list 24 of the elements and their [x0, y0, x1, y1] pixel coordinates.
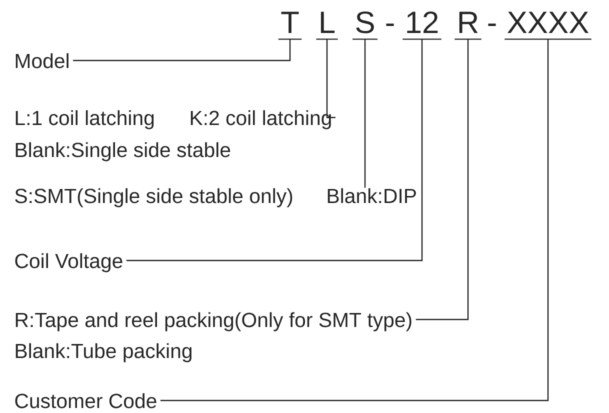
code-segment: XXXX — [504, 12, 592, 40]
leader-line — [326, 39, 336, 118]
code-segment: R — [454, 12, 482, 40]
description-text: Blank:Tube packing — [16, 343, 192, 362]
description-text: Customer Code — [15, 393, 156, 408]
leader-line — [364, 39, 366, 188]
description-text: L:1 coil latching — [16, 110, 154, 130]
description-text: R:Tape and reel packing(Only for SMT type) — [16, 312, 412, 332]
description-text: S:SMT(Single side stable only) — [15, 188, 292, 208]
description-text: Blank:DIP — [328, 188, 416, 204]
description-text: Blank:Single side stable — [16, 142, 230, 162]
code-segment: L — [316, 12, 338, 40]
leader-line — [73, 39, 291, 62]
code-segment: T — [278, 12, 302, 40]
separator-dash: - — [488, 24, 496, 26]
description-text: Model — [16, 53, 68, 68]
separator-dash: - — [386, 24, 394, 26]
code-segment: S — [352, 11, 378, 40]
description-text: K:2 coil latching — [190, 110, 331, 130]
leader-line — [416, 39, 469, 320]
description-text: Coil Voltage — [15, 253, 122, 272]
code-segment: 12 — [402, 11, 442, 40]
leader-line — [160, 39, 549, 402]
leader-line — [126, 39, 423, 262]
